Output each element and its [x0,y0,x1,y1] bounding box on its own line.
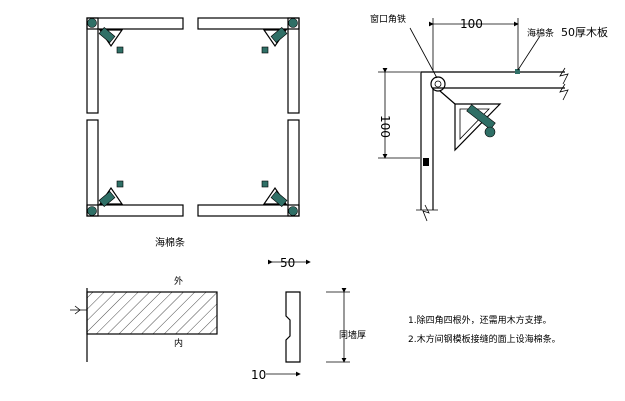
note-1: 1.除四角四根外，还需用木方支撑。 [408,314,552,326]
corner-bottom-right [197,119,300,217]
window-corner-steel-label: 窗口角铁 [370,13,406,25]
board-50-label: 50厚木板 [561,25,608,39]
sponge-strip-callout: 海棉条 [527,27,554,39]
dim-50: 50 [280,256,295,270]
corner-bottom-left [86,119,184,217]
wall-section: 外 内 [70,275,218,362]
dim-10: 10 [251,368,266,382]
corner-top-left [86,17,184,114]
outer-label: 外 [174,275,183,287]
dim-vertical-100: 100 [378,115,392,138]
note-2: 2.木方间钢模板接缝的面上设海棉条。 [408,333,561,345]
board-section: 50 10 同墙厚 [251,256,366,382]
sponge-strip-caption: 海棉条 [155,236,185,249]
wall-thickness-label: 同墙厚 [339,329,366,341]
square-frame-plan [86,17,300,217]
corner-top-right [197,17,300,114]
window-corner-detail: 100 窗口角铁 海棉条 50厚木板 100 [370,13,608,222]
inner-label: 内 [174,337,183,349]
dim-top-100: 100 [460,17,483,31]
